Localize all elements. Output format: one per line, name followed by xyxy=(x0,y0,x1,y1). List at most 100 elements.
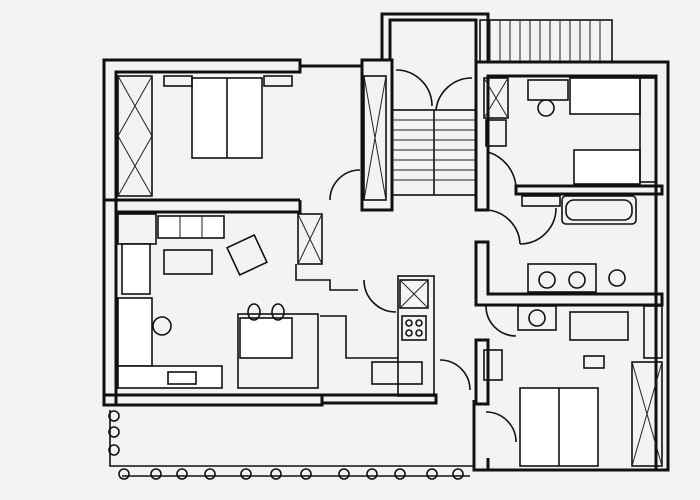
bed-icon xyxy=(569,77,641,115)
stairs-icon xyxy=(391,69,477,196)
door-swing-icon xyxy=(487,207,557,245)
plan-line xyxy=(514,184,664,196)
bathroom xyxy=(487,195,637,293)
plan-line xyxy=(176,468,188,480)
plan-line xyxy=(117,75,153,197)
plan-line xyxy=(300,468,312,480)
plan-line xyxy=(240,468,252,480)
plan-line xyxy=(392,119,476,181)
plan-line xyxy=(237,313,319,389)
balcony-railing xyxy=(479,19,613,63)
plan-line xyxy=(395,69,473,111)
plan-line xyxy=(415,319,423,327)
plan-line xyxy=(472,400,668,472)
plan-line xyxy=(116,64,362,214)
plan-line xyxy=(452,468,464,480)
plan-line xyxy=(538,271,556,289)
chair-icon xyxy=(152,316,172,336)
plan-line xyxy=(167,371,197,385)
stove-icon xyxy=(401,315,427,341)
plan-line xyxy=(405,319,413,327)
plan-line xyxy=(397,275,435,397)
plan-line xyxy=(108,444,120,456)
plan-line xyxy=(179,216,203,238)
plan-line xyxy=(380,12,490,64)
plan-line xyxy=(631,361,663,467)
plan-line xyxy=(643,305,663,359)
plan-line xyxy=(394,468,406,480)
bedroom-bottom-right xyxy=(483,305,663,467)
plan-line xyxy=(247,303,261,321)
living-kitchen xyxy=(117,213,397,389)
plan-line xyxy=(399,279,429,309)
plan-line xyxy=(109,410,474,467)
table-icon xyxy=(163,249,213,275)
chair-icon xyxy=(226,234,268,276)
table-icon xyxy=(239,317,293,359)
door-swing-icon xyxy=(295,264,397,313)
plan-line xyxy=(568,271,586,289)
plan-line xyxy=(527,79,569,101)
plan-line xyxy=(415,329,423,337)
plan-line xyxy=(270,468,282,480)
plan-line xyxy=(517,305,557,331)
kitchenette xyxy=(320,275,471,397)
plan-line xyxy=(426,468,438,480)
plan-line xyxy=(118,468,130,480)
nightstand-icon xyxy=(163,75,193,87)
plan-line xyxy=(297,213,323,265)
plan-line xyxy=(483,77,509,119)
plan-line xyxy=(489,20,601,62)
plan-line xyxy=(104,393,324,407)
desk-icon xyxy=(483,349,503,381)
plan-line xyxy=(108,426,120,438)
chair-icon xyxy=(537,99,555,117)
plan-line xyxy=(639,77,657,183)
sink-icon xyxy=(371,361,423,385)
plan-line xyxy=(338,468,350,480)
plan-line xyxy=(363,75,387,201)
plant-icon xyxy=(108,410,464,480)
plan-line xyxy=(479,19,613,63)
plan-line xyxy=(320,315,398,359)
sofa-icon xyxy=(569,311,629,341)
outer-walls xyxy=(102,12,670,472)
plan-line xyxy=(271,303,285,321)
plan-line xyxy=(565,199,633,221)
plan-line xyxy=(474,240,664,307)
plan-line xyxy=(528,309,546,327)
sink-icon xyxy=(527,263,597,293)
table-icon xyxy=(583,355,605,369)
wardrobe-icon xyxy=(117,75,153,197)
door-swing-icon xyxy=(487,151,517,187)
terrace xyxy=(108,410,474,480)
plan-line xyxy=(117,213,157,245)
wardrobe-icon xyxy=(631,361,663,467)
plan-line xyxy=(322,393,438,405)
plan-line xyxy=(102,60,118,407)
door-swing-icon xyxy=(439,359,471,391)
plan-line xyxy=(405,329,413,337)
plan-line xyxy=(474,60,670,472)
door-swing-icon xyxy=(329,169,361,201)
door-swing-icon xyxy=(485,305,517,443)
bedroom-top-right xyxy=(483,77,657,187)
fridge-icon xyxy=(399,279,429,309)
plan-line xyxy=(150,468,162,480)
cabinet-icon xyxy=(297,213,323,265)
plan-line xyxy=(474,338,490,406)
plan-line xyxy=(366,468,378,480)
wardrobe-icon xyxy=(483,77,509,119)
bed-icon xyxy=(573,149,641,185)
wardrobe-icon xyxy=(363,75,387,201)
cabinet-icon xyxy=(117,297,153,367)
plan-line xyxy=(108,410,120,422)
desk-icon xyxy=(485,119,507,147)
bathtub-icon xyxy=(561,195,637,225)
plan-line xyxy=(204,468,216,480)
counter-icon xyxy=(121,243,151,295)
nightstand-icon xyxy=(263,75,293,87)
toilet-icon xyxy=(608,269,626,287)
bedroom-top-left xyxy=(117,75,387,201)
